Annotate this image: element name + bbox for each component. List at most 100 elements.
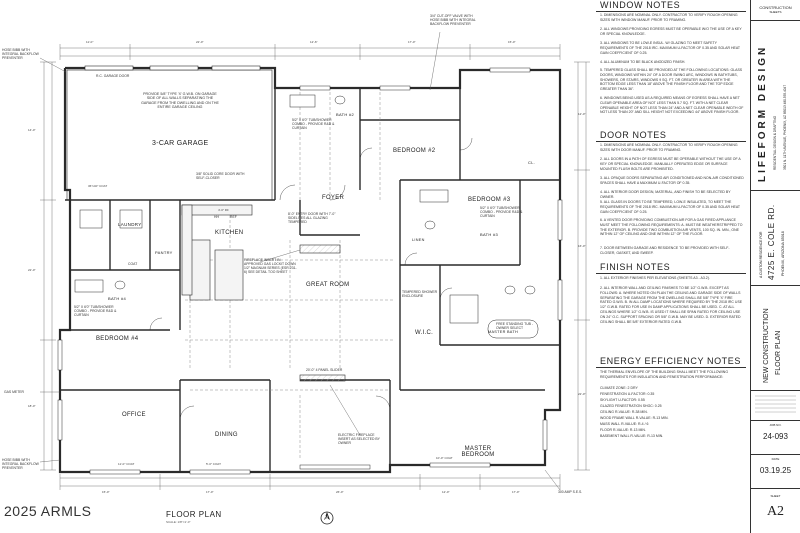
note-garage-wall: PROVIDE 5/8" TYPE 'X' G.W.B. ON GARAGE S… (141, 92, 219, 110)
divider (596, 11, 746, 12)
firm-cell: LIFEFORM DESIGN RESIDENTIAL DESIGN & DRA… (751, 20, 800, 191)
energy-note-shgc: GLAZED FENESTRATION SHGC: 0.25 (600, 404, 662, 408)
room-label-kitchen: KITCHEN (215, 230, 244, 236)
room-label-bedroom2: BEDROOM #2 (393, 148, 436, 154)
callout-garage-opener: R.C. GARAGE DOOR (96, 74, 130, 78)
svg-text:N: N (325, 516, 329, 522)
master-fireplace (299, 374, 346, 382)
dim-left-2: 22'-0" (28, 268, 36, 272)
callout-freestanding-tub: FREE STANDING TUB - OWNER SELECT (496, 322, 533, 330)
callout-hose-bibb-top-right: 3/4" CUT-OFF VALVE WITH HOSE BIBB WITH I… (430, 14, 476, 26)
stamp-cell (751, 390, 800, 421)
door-note-2: 2. ALL DOORS IN A PATH OF EGRESS MUST BE… (600, 157, 741, 171)
room-label-master-bath: MASTER BATH (488, 330, 519, 334)
energy-notes-heading: ENERGY EFFICIENCY NOTES (600, 356, 741, 366)
project-line-1: A CUSTOM RESIDENCE FOR (759, 231, 763, 278)
fireplace (299, 244, 341, 254)
energy-note-mass-wall: MASS WALL R-VALUE: R-4 / 6 (600, 422, 649, 426)
dim-top-1: 11'-0" (86, 40, 94, 44)
dim-bottom-4: 12'-0" (442, 490, 450, 494)
room-label-pantry: PANTRY (155, 250, 173, 255)
north-arrow-icon: N (320, 511, 334, 525)
divider (596, 367, 746, 368)
dim-bottom-5: 17'-0" (512, 490, 520, 494)
general-notes-panel: WINDOW NOTES 1. DIMENSIONS ARE NOMINAL O… (596, 0, 748, 533)
callout-ref: REF (230, 215, 237, 219)
door-note-3: 3. ALL OPAQUE DOORS SEPARATING AIR CONDI… (600, 176, 744, 185)
room-label-office: OFFICE (122, 412, 146, 418)
energy-note-climate: CLIMATE ZONE: 2 DRY (600, 386, 638, 390)
dim-top-2: 22'-0" (196, 40, 204, 44)
leader-lines (39, 31, 561, 491)
window-note-4: 4. ALL ALUMINUM TO BE BLACK ANODIZED FIN… (600, 60, 686, 64)
finish-notes-heading: FINISH NOTES (600, 262, 671, 272)
door-note-6: 6. A VENTED DOOR PROVIDING COMBUSTION AI… (600, 218, 743, 237)
date-cell: DATE 03.19.25 (751, 454, 800, 489)
energy-note-basement: BASEMENT WALL R-VALUE: R-13 MIN. (600, 434, 664, 438)
room-label-bath4: BATH #4 (108, 296, 127, 301)
mls-watermark: 2025 ARMLS (4, 503, 92, 519)
callout-entry-door: 8'-0" ENTRY DOOR WITH 7'-0" SIDELITES AL… (288, 212, 336, 224)
interior-walls (60, 70, 560, 472)
top-dimension-lines (59, 44, 561, 60)
room-label-master: MASTER BEDROOM (461, 446, 495, 458)
dim-right-1: 12'-0" (578, 112, 586, 116)
kitchen-fixtures (181, 204, 253, 301)
sheet-number: A2 (766, 504, 785, 519)
room-label-wic: W.I.C. (415, 330, 434, 336)
dim-bottom-1: 15'-0" (102, 490, 110, 494)
title-block: CONSTRUCTION SHEETS LIFEFORM DESIGN RESI… (750, 0, 800, 533)
sheet-description-2: FLOOR PLAN (775, 330, 782, 375)
energy-note-wood-wall: WOOD FRAME WALL R-VALUE: R-13 MIN. (600, 416, 669, 420)
energy-note-intro: THE THERMAL ENVELOPE OF THE BUILDING SHA… (600, 370, 729, 379)
dim-top-4: 17'-0" (408, 40, 416, 44)
window-notes-heading: WINDOW NOTES (600, 0, 681, 10)
dim-office-closet: 11'-0" COAT (118, 462, 135, 466)
room-label-garage: 3-CAR GARAGE (152, 140, 209, 147)
callout-tub-combo-bath2: 5/2" x 6'0" TUB/SHOWER COMBO - PROVIDE R… (292, 118, 335, 130)
bath-fixtures (74, 94, 539, 339)
sheet-number-cell: SHEET A2 (751, 488, 800, 532)
job-number-cell: JOB NO. 24-093 (751, 420, 800, 455)
door-note-4: 4. ALL INTERIOR DOOR DESIGN, MATERIAL, A… (600, 190, 731, 199)
finish-note-2: 2. ALL INTERIOR WALL AND CEILING FINISHE… (600, 286, 743, 324)
dim-master-closet: 10'-0" COAT (436, 456, 453, 460)
window-note-2: 2. ALL WINDOWS PROVIDING EGRESS MUST BE … (600, 27, 742, 36)
window-note-1: 1. DIMENSIONS ARE NOMINAL ONLY. CONTRACT… (600, 13, 738, 22)
callout-tub-combo-bath3: 5/2" x 6'0" TUB/SHOWER COMBO - PROVIDE R… (480, 206, 523, 218)
callout-electric-fireplace: ELECTRIC FIREPLACE INSERT AS SELECTED BY… (338, 433, 380, 445)
firm-subtitle: RESIDENTIAL DESIGN & DRAFTING (773, 115, 777, 170)
callout-tempered-shower: TEMPERED SHOWER ENCLOSURE (402, 290, 438, 298)
door-notes-heading: DOOR NOTES (600, 130, 667, 140)
dim-top-5: 15'-0" (508, 40, 516, 44)
floor-plan-svg: N (39, 31, 590, 525)
dim-dining-closet: 5'-0" COAT (206, 462, 221, 466)
garage-door-openings (84, 65, 261, 71)
dim-top-3: 12'-6" (310, 40, 318, 44)
date-label: DATE (771, 457, 780, 461)
title-block-header-cell: CONSTRUCTION SHEETS (751, 0, 800, 21)
room-label-linen: LINEN (412, 238, 425, 242)
stamp-lines (755, 395, 796, 413)
door-swings (149, 137, 473, 421)
title-block-header: CONSTRUCTION (759, 5, 792, 10)
firm-name: LIFEFORM DESIGN (757, 44, 768, 182)
room-label-bath3: BATH #3 (480, 232, 499, 237)
drawing-title: FLOOR PLAN (166, 510, 222, 519)
dim-right-2: 16'-0" (578, 244, 586, 248)
window-note-5: 5. TEMPERED GLASS SHALL BE PROVIDED AT T… (600, 68, 743, 92)
project-cell: A CUSTOM RESIDENCE FOR 4725 E. COLE RD. … (751, 190, 800, 286)
window-note-6: 6. WINDOWS BEING USED AS A REQUIRED MEAN… (600, 96, 744, 115)
callout-fireplace: FIREPLACE INSERT IN APPROVED GAS LOCKIT … (244, 258, 297, 274)
room-label-great-room: GREAT ROOM (306, 282, 350, 288)
dim-left-1: 14'-0" (28, 128, 36, 132)
door-note-1: 1. DIMENSIONS ARE NOMINAL ONLY. CONTRACT… (600, 143, 738, 152)
callout-gas-meter: GAS METER (4, 390, 24, 394)
callout-hose-bibb-top: HOSE BIBB WITH INTEGRAL BACKFLOW PREVENT… (2, 48, 39, 60)
dim-left-3: 18'-0" (28, 404, 36, 408)
drawing-scale: SCALE: 1/8"=1'-0" (166, 520, 191, 524)
callout-tub-combo-bath4: 5/2" x 6'0" TUB/SHOWER COMBO - PROVIDE R… (74, 305, 117, 317)
sheet-description-1: NEW CONSTRUCTION (763, 308, 770, 383)
door-note-7: 7. DOOR BETWEEN GARAGE AND RESIDENCE TO … (600, 246, 730, 255)
room-label-closet: CL. (528, 160, 536, 165)
